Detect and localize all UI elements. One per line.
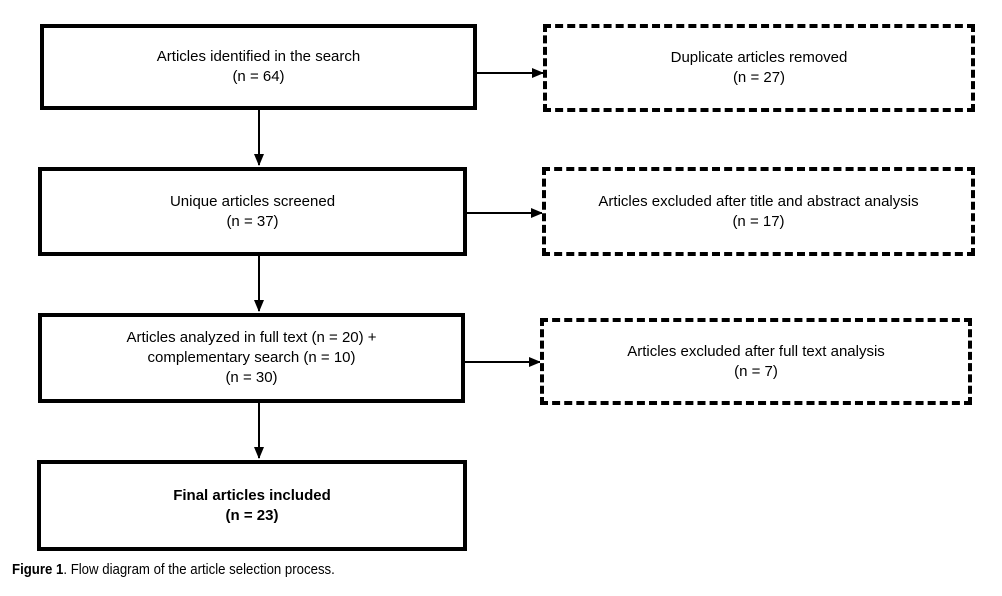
box-excluded-full-text: Articles excluded after full text analys… <box>540 318 972 405</box>
box-final-included: Final articles included (n = 23) <box>37 460 467 551</box>
box-duplicates-label: Duplicate articles removed <box>670 49 848 66</box>
box-unique-screened: Unique articles screened (n = 37) <box>38 167 467 256</box>
box-duplicates-removed: Duplicate articles removed (n = 27) <box>543 24 975 112</box>
box-excluded-title-count: (n = 17) <box>732 212 785 230</box>
figure-caption-label: Figure 1 <box>12 561 64 578</box>
box-identified-label: Articles identified in the search <box>156 48 361 65</box>
box-articles-identified: Articles identified in the search (n = 6… <box>40 24 477 110</box>
box-excluded-full-label: Articles excluded after full text analys… <box>627 342 885 360</box>
figure-caption-text: . Flow diagram of the article selection … <box>63 561 335 578</box>
box-full-text-analyzed: Articles analyzed in full text (n = 20) … <box>38 313 465 403</box>
box-screened-count: (n = 37) <box>226 212 279 230</box>
box-final-label: Final articles included <box>173 486 331 504</box>
box-fulltext-line2: complementary search (n = 10) <box>147 349 356 366</box>
box-duplicates-count: (n = 27) <box>732 69 786 86</box>
box-excluded-title-abstract: Articles excluded after title and abstra… <box>542 167 975 256</box>
box-screened-label: Unique articles screened <box>169 192 336 210</box>
figure-caption: Figure 1. Flow diagram of the article se… <box>12 561 335 578</box>
box-excluded-full-count: (n = 7) <box>734 362 778 380</box>
box-final-count: (n = 23) <box>225 506 279 524</box>
box-identified-count: (n = 64) <box>232 68 285 85</box>
box-excluded-title-label: Articles excluded after title and abstra… <box>598 192 919 210</box>
box-fulltext-count: (n = 30) <box>225 369 278 386</box>
box-fulltext-line1: Articles analyzed in full text (n = 20) … <box>126 329 377 346</box>
